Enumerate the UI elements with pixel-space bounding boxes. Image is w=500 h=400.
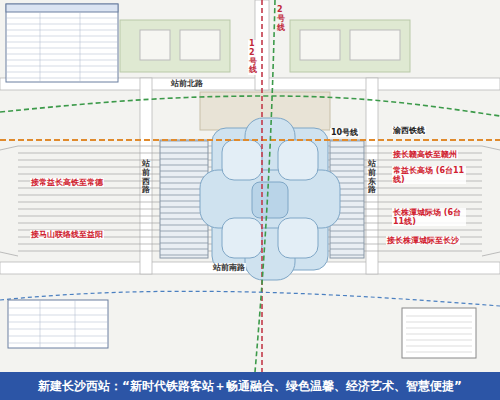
map-stroke xyxy=(6,54,118,55)
map-shape xyxy=(200,170,340,228)
map-shape xyxy=(6,4,118,82)
map-stroke xyxy=(8,308,108,309)
road-label: 2号线 xyxy=(277,6,285,32)
map-shape xyxy=(6,4,118,12)
map-stroke xyxy=(6,18,118,19)
map-stroke xyxy=(8,343,108,344)
map-shape xyxy=(300,30,340,60)
index-table xyxy=(6,4,476,358)
map-stroke xyxy=(406,346,472,347)
map-shape xyxy=(222,218,262,258)
road-label: 站前东路 xyxy=(368,160,376,195)
banner-text: 新建长沙西站：“新时代铁路客站＋畅通融合、绿色温馨、经济艺术、智慧便捷” xyxy=(38,378,462,395)
map-stroke xyxy=(6,78,118,79)
map-label: 常益长高场 (6台11线) xyxy=(392,166,466,184)
map-stroke xyxy=(80,12,81,82)
map-shape xyxy=(0,139,500,141)
map-shape xyxy=(278,140,318,180)
map-shape xyxy=(350,30,400,60)
map-shape xyxy=(290,20,410,72)
map-stroke xyxy=(6,36,118,37)
map-stroke xyxy=(6,42,118,43)
map-shape xyxy=(278,218,318,258)
map-shape xyxy=(406,316,472,352)
station-building xyxy=(200,118,340,280)
map-stroke xyxy=(8,329,108,330)
map-label: 接长赣高铁至赣州 xyxy=(392,150,458,159)
map-shape xyxy=(120,20,230,72)
map-label: 渝西铁线 xyxy=(392,126,426,135)
map-stroke xyxy=(6,60,118,61)
map-label: 接长株潭城际至长沙 xyxy=(386,236,460,245)
map-stroke xyxy=(482,146,500,150)
map-label: 接常益长高铁至常德 xyxy=(30,178,104,187)
map-shape xyxy=(0,0,500,372)
map-shape xyxy=(0,96,500,116)
map-stroke xyxy=(406,340,472,341)
map-shape xyxy=(255,0,275,372)
map-stroke xyxy=(406,322,472,323)
map-stroke xyxy=(8,315,108,316)
map-stroke xyxy=(6,48,118,49)
map-shape xyxy=(222,140,262,180)
map-stroke xyxy=(6,30,118,31)
map-stroke xyxy=(406,352,472,353)
title-banner: 新建长沙西站：“新时代铁路客站＋畅通融合、绿色温馨、经济艺术、智慧便捷” xyxy=(0,372,500,400)
map-stroke xyxy=(0,146,18,150)
road-label: 12号线 xyxy=(248,40,258,75)
map-stroke xyxy=(8,336,108,337)
map-stroke xyxy=(75,300,76,348)
map-stroke xyxy=(0,252,18,256)
map-shape xyxy=(8,300,108,348)
map-label: 站前南路 xyxy=(212,263,246,272)
map-stroke xyxy=(40,12,41,82)
map-shape xyxy=(261,0,263,372)
map-stroke xyxy=(8,322,108,323)
map-stroke xyxy=(6,24,118,25)
map-shape xyxy=(366,78,378,274)
map-stroke xyxy=(482,252,500,256)
map-stroke xyxy=(406,328,472,329)
map-label: 站前北路 xyxy=(170,79,204,88)
map-shape xyxy=(140,30,170,60)
map-stroke xyxy=(406,316,472,317)
map-stroke xyxy=(40,300,41,348)
map-shape xyxy=(252,182,288,218)
map-shape xyxy=(140,78,152,274)
rail-lines xyxy=(0,0,500,372)
map-label: 长株潭城际场 (6台11线) xyxy=(392,208,466,226)
map-shape xyxy=(180,30,220,60)
map-shape xyxy=(402,308,476,358)
map-stroke xyxy=(6,66,118,67)
map-stroke xyxy=(6,72,118,73)
map-label: 10号线 xyxy=(330,128,359,137)
map-shape xyxy=(8,300,108,348)
road-label: 站前西路 xyxy=(142,160,150,195)
map-stroke xyxy=(406,334,472,335)
map-shape xyxy=(6,12,118,82)
map-label: 接马山联络线至益阳 xyxy=(30,230,104,239)
